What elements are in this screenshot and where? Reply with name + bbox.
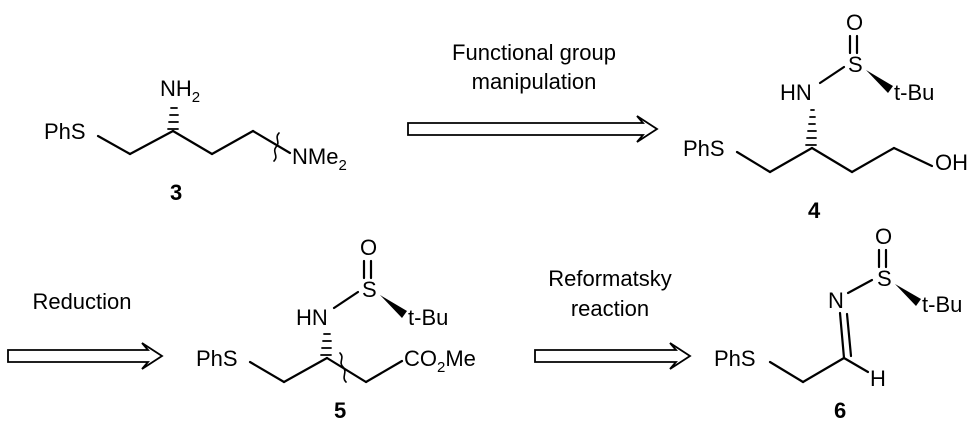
- nh-subscript: 2: [192, 89, 200, 106]
- sulfur-label: S: [877, 266, 892, 291]
- phs-label: PhS: [714, 346, 756, 371]
- arrow-reformatsky-reaction: Reformatsky reaction: [534, 266, 692, 370]
- oxygen-label: O: [846, 10, 863, 35]
- oxygen-label: O: [875, 224, 892, 249]
- arrow-reduction: Reduction: [7, 289, 164, 370]
- compound-6-bonds: [768, 248, 921, 384]
- hn-label: HN: [780, 80, 812, 105]
- oxygen-label: O: [360, 235, 377, 260]
- sulfur-label: S: [362, 277, 377, 302]
- compound-4-bonds: [735, 34, 934, 174]
- compound-5-number: 5: [334, 398, 346, 423]
- arrow-functional-group-manipulation: Functional group manipulation: [407, 40, 659, 143]
- compound-5: O S t-Bu HN PhS CO2Me 5: [196, 235, 476, 423]
- phs-label: PhS: [44, 119, 86, 144]
- phs-label: PhS: [683, 136, 725, 161]
- hydrogen-label: H: [870, 366, 886, 391]
- nme-subscript: 2: [338, 157, 346, 174]
- me-text: Me: [445, 346, 476, 371]
- compound-5-bonds: [248, 259, 407, 384]
- tbu-label: t-Bu: [408, 305, 448, 330]
- co-text: CO: [404, 346, 437, 371]
- sulfur-label: S: [848, 52, 863, 77]
- co2me-label: CO2Me: [404, 346, 476, 376]
- nh2-label: NH2: [160, 76, 200, 106]
- co2-subscript: 2: [437, 359, 445, 376]
- compound-6: O S t-Bu N PhS H 6: [714, 224, 962, 423]
- phs-label: PhS: [196, 346, 238, 371]
- arrow-1-caption-line-1: Functional group: [452, 40, 616, 65]
- compound-6-number: 6: [834, 398, 846, 423]
- nme-text: NMe: [292, 144, 338, 169]
- compound-4: O S t-Bu HN PhS OH 4: [683, 10, 968, 223]
- retro-arrow-2: [7, 342, 164, 370]
- oh-label: OH: [935, 150, 968, 175]
- compound-3: PhS NH2 NMe2 3: [44, 76, 347, 205]
- nitrogen-label: N: [828, 288, 844, 313]
- retro-arrow-1: [407, 115, 659, 143]
- arrow-3-caption-line-2: reaction: [571, 296, 649, 321]
- tbu-label: t-Bu: [894, 80, 934, 105]
- compound-4-number: 4: [808, 198, 821, 223]
- compound-3-bonds: [96, 107, 292, 162]
- nme2-label: NMe2: [292, 144, 347, 174]
- arrow-1-caption-line-2: manipulation: [472, 69, 597, 94]
- tbu-label: t-Bu: [922, 292, 962, 317]
- hn-label: HN: [296, 305, 328, 330]
- arrow-3-caption-line-1: Reformatsky: [548, 266, 671, 291]
- nh-text: NH: [160, 76, 192, 101]
- retro-arrow-3: [534, 342, 692, 370]
- arrow-2-caption: Reduction: [32, 289, 131, 314]
- compound-3-number: 3: [170, 180, 182, 205]
